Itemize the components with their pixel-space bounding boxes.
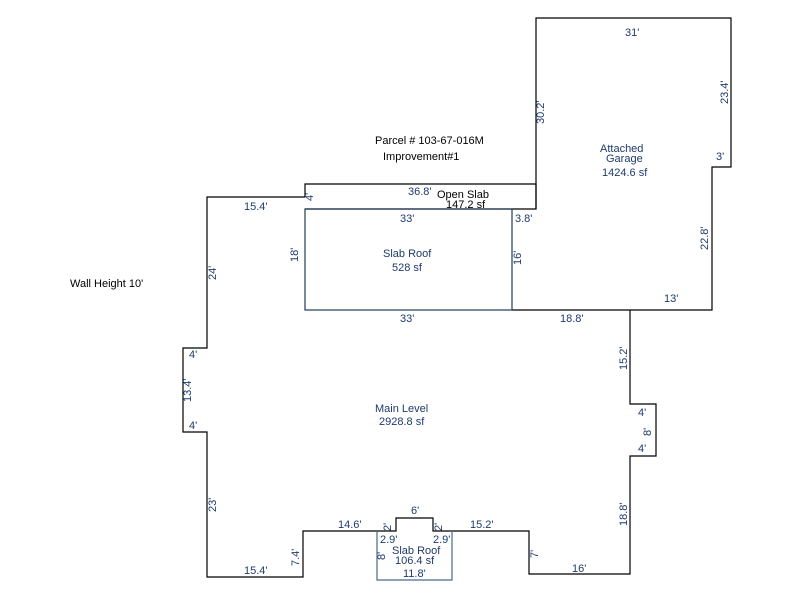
small-slab-roof-area: 106.4 sf [395, 555, 435, 567]
small-slab-roof-name: Slab Roof [392, 545, 441, 557]
dim-main-right-upper: 15.2' [618, 346, 630, 370]
dim-small-left: 8' [376, 552, 388, 560]
dim-main-left-upper: 24' [207, 266, 219, 280]
dim-slab-bottom: 33' [400, 313, 414, 325]
dim-open-slab-top: 36.8' [408, 186, 432, 198]
garage-name: Attached [600, 143, 643, 155]
dim-main-right-lower: 18.8' [618, 502, 630, 526]
dim-slab-right-gap: 3.8' [515, 213, 532, 225]
dim-small-left-top: 2.9' [380, 534, 397, 546]
dim-garage-top: 31' [625, 27, 639, 39]
garage-name-2: Garage [606, 153, 643, 165]
open-slab-area: 147.2 sf [446, 199, 486, 211]
dim-main-bottom-right: 16' [572, 563, 586, 575]
dim-garage-step: 3' [716, 151, 724, 163]
dim-small-bottom: 11.8' [403, 568, 426, 580]
dim-main-right-bump: 8' [642, 428, 654, 436]
slab-roof-outline [304, 208, 513, 311]
dim-slab-top: 33' [400, 213, 414, 225]
parcel-number: Parcel # 103-67-016M [375, 135, 484, 147]
dim-main-left-lower: 23' [207, 498, 219, 512]
dim-garage-right: 23.4' [719, 80, 731, 104]
dim-main-left-jog: 7.4' [290, 549, 302, 566]
garage-outline [512, 17, 732, 311]
dim-bump-top: 6' [411, 505, 419, 517]
dim-main-left-step1: 4' [189, 349, 197, 361]
main-level-outline [182, 196, 657, 578]
small-slab-roof-outline [376, 531, 453, 581]
dim-garage-left: 30.2' [535, 100, 547, 124]
dim-main-right-step2: 4' [638, 443, 646, 455]
dim-main-top-left: 15.4' [244, 201, 268, 213]
dim-main-bottom-left: 15.4' [244, 565, 268, 577]
dim-main-bottom-b: 15.2' [470, 519, 494, 531]
dim-open-slab-left: 4' [304, 193, 316, 201]
dim-main-left-mid: 13.4' [182, 378, 194, 402]
open-slab-name: Open Slab [437, 189, 489, 201]
dim-main-right-jog: 7' [529, 550, 541, 558]
improvement-label: Improvement#1 [383, 151, 459, 163]
wall-height-label: Wall Height 10' [70, 278, 143, 290]
garage-area: 1424.6 sf [602, 167, 648, 179]
dim-main-right-step1: 4' [638, 407, 646, 419]
dim-slab-right: 16' [512, 251, 524, 265]
dim-small-right-top: 2.9' [433, 534, 450, 546]
main-level-name: Main Level [375, 403, 428, 415]
dim-garage-bottom: 13' [664, 293, 678, 305]
dim-bump-right: 2' [433, 523, 445, 531]
slab-roof-area: 528 sf [392, 262, 423, 274]
dim-bump-left: 2' [382, 523, 394, 531]
slab-roof-name: Slab Roof [383, 248, 432, 260]
dim-garage-right-lower: 22.8' [699, 226, 711, 250]
dim-main-left-step2: 4' [189, 420, 197, 432]
main-level-area: 2928.8 sf [379, 416, 425, 428]
dim-main-top-right: 18.8' [560, 313, 584, 325]
dim-slab-left: 18' [289, 248, 301, 262]
dim-main-bottom-a: 14.6' [338, 519, 362, 531]
